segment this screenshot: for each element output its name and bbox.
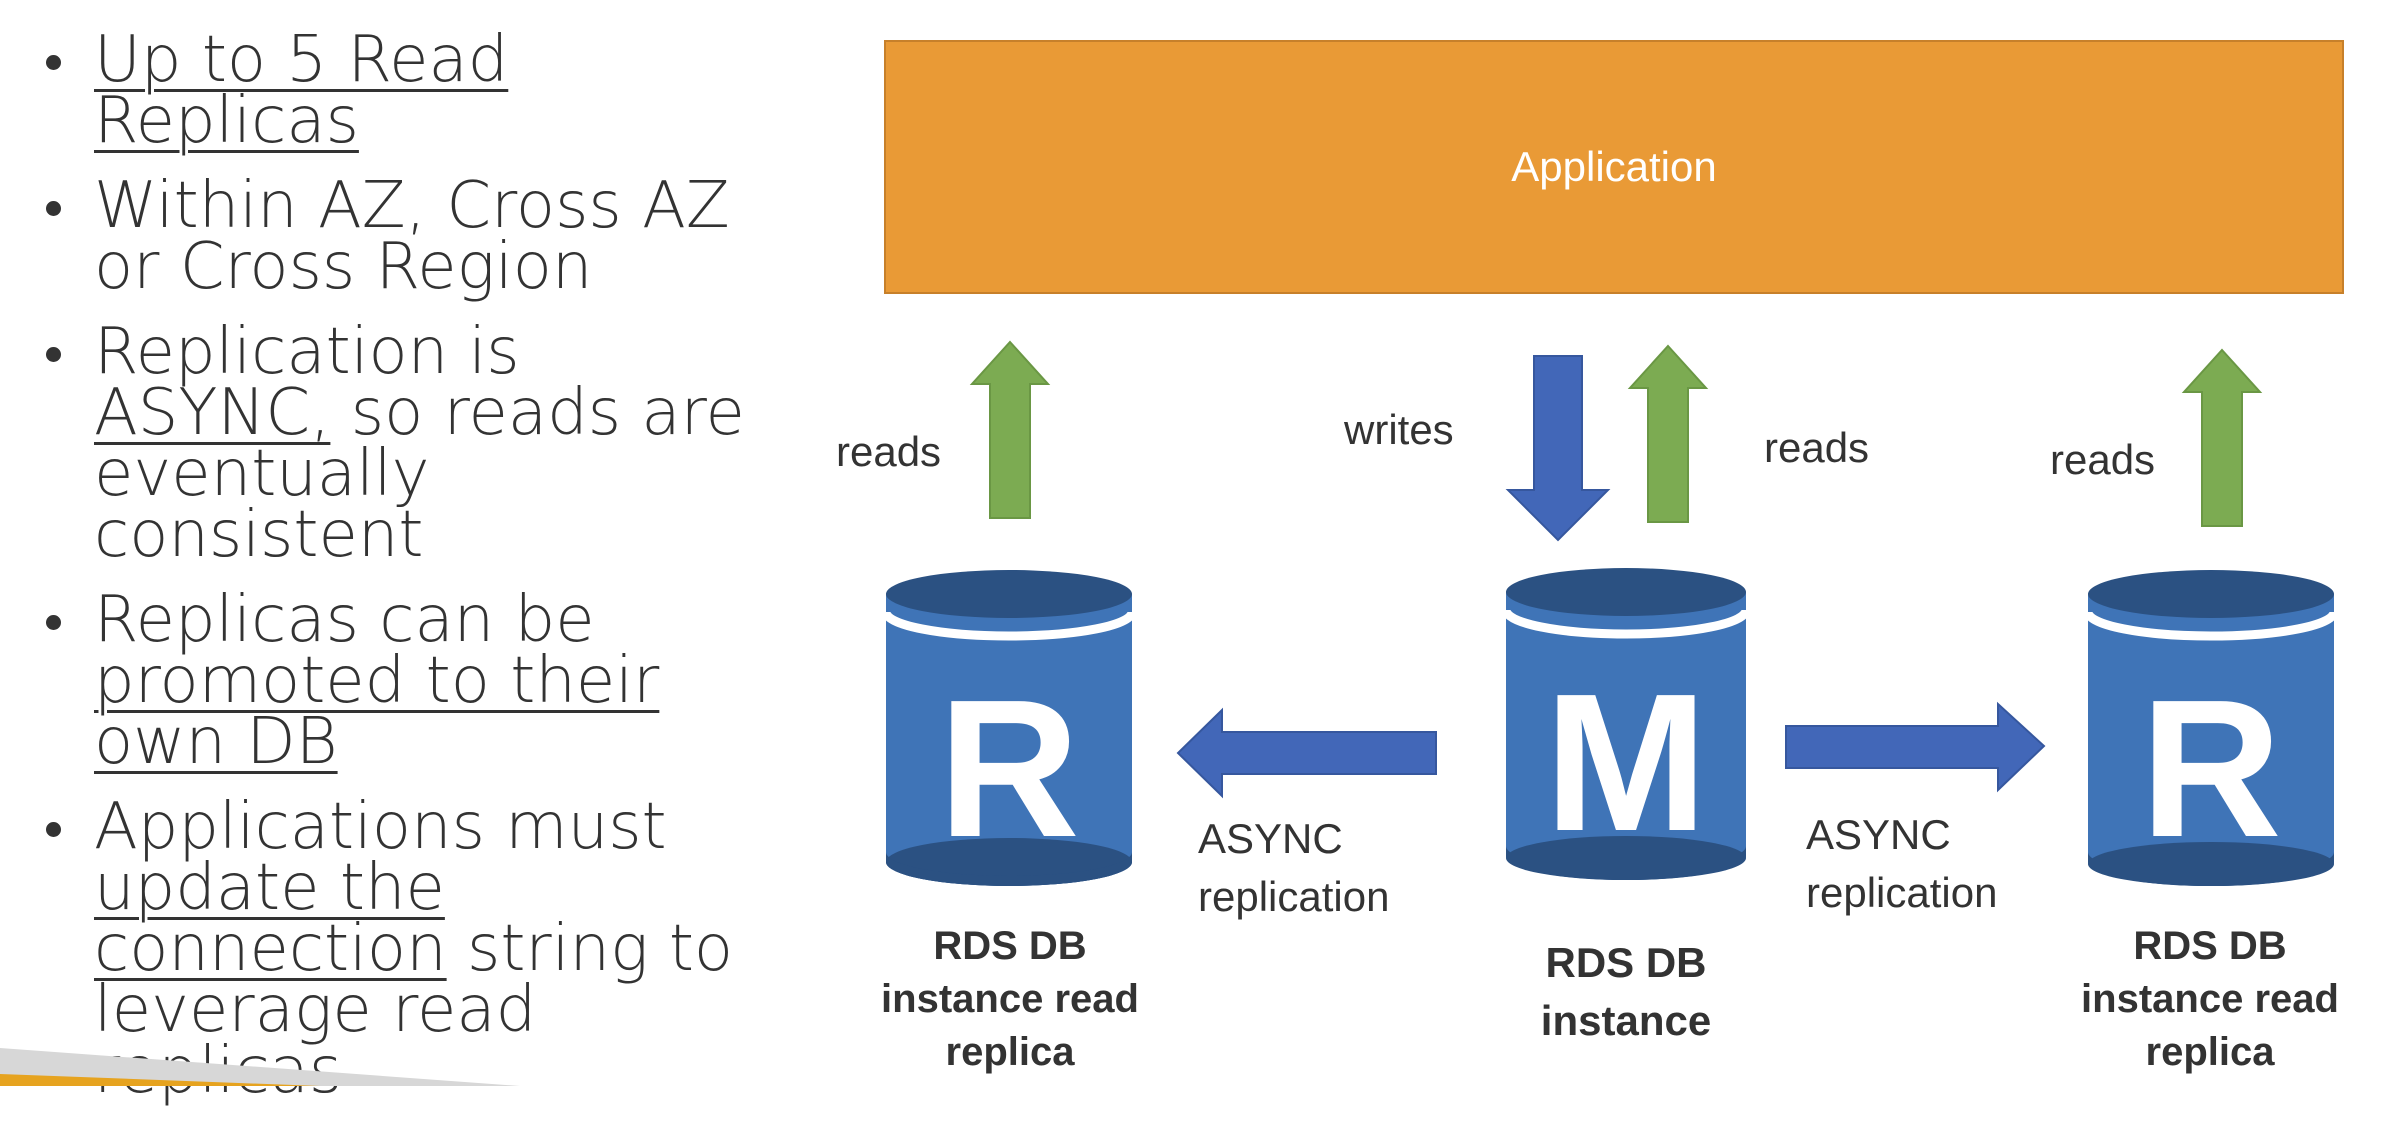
bullet-underlined-text: promoted to their own DB: [94, 644, 660, 779]
bullet-underlined-text: ASYNC,: [94, 376, 331, 450]
caption-line: RDS DB: [1545, 939, 1707, 986]
bullet-item: Replication is ASYNC, so reads are event…: [42, 320, 762, 567]
bullet-dot: [46, 615, 61, 630]
application-box: Application: [884, 40, 2344, 294]
bullet-dot: [46, 55, 61, 70]
bullet-dot: [46, 347, 61, 362]
master-reads-label: reads: [1764, 424, 1870, 471]
bullet-underlined-text: update the connection: [94, 851, 447, 986]
left-replica-caption: RDS DB instance read replica: [860, 920, 1160, 1079]
caption-line: replica: [2145, 1030, 2275, 1074]
replication-diagram: R M R: [0, 340, 2339, 1086]
application-label: Application: [1511, 143, 1717, 190]
bullet-text: so reads are eventually consistent: [94, 376, 745, 572]
right-replication-label: ASYNC replication: [1806, 806, 1997, 922]
right-replication-line1: ASYNC: [1806, 811, 1951, 858]
caption-line: RDS DB: [2133, 924, 2287, 968]
bullet-item: Within AZ, Cross AZ or Cross Region: [42, 174, 762, 299]
bullet-dot: [46, 201, 61, 216]
right-replica-database-icon: R: [2083, 570, 2339, 886]
writes-label: writes: [1344, 406, 1454, 453]
master-letter: M: [1544, 653, 1707, 872]
left-replica-letter: R: [938, 659, 1080, 878]
bullet-dot: [46, 822, 61, 837]
caption-line: instance read: [881, 977, 1139, 1021]
bullet-text: Replicas can be: [94, 583, 595, 657]
right-replica-caption: RDS DB instance read replica: [2060, 920, 2360, 1079]
bullet-item: Up to 5 Read Replicas: [42, 28, 762, 153]
replication-arrow-right: [1785, 701, 2046, 793]
bullet-item: Replicas can be promoted to their own DB: [42, 588, 762, 774]
left-reads-label: reads: [836, 428, 942, 475]
master-database-icon: M: [1501, 568, 1751, 880]
right-reads-label: reads: [2050, 436, 2156, 483]
bullet-text: Within AZ, Cross AZ or Cross Region: [94, 169, 730, 304]
right-replica-letter: R: [2140, 659, 2282, 878]
caption-line: replica: [945, 1030, 1075, 1074]
right-replication-line2: replication: [1806, 869, 1998, 916]
bullet-text: Replication is: [94, 315, 520, 389]
caption-line: instance read: [2081, 977, 2339, 1021]
caption-line: RDS DB: [933, 924, 1087, 968]
write-arrow: [1505, 355, 1611, 542]
left-replication-label: ASYNC replication: [1198, 810, 1389, 926]
bullet-text: Applications must: [94, 790, 667, 864]
left-replication-line2: replication: [1198, 873, 1390, 920]
master-caption: RDS DB instance: [1476, 934, 1776, 1050]
read-arrow-right: [2181, 348, 2263, 527]
read-arrow-master: [1627, 344, 1709, 523]
caption-line: instance: [1540, 997, 1712, 1044]
bullet-text: Up to 5 Read Replicas: [94, 23, 509, 158]
left-replica-database-icon: R: [881, 570, 1137, 886]
footer-band: [0, 1048, 520, 1086]
replication-arrow-left: [1176, 707, 1437, 799]
read-arrow-left: [969, 340, 1051, 519]
left-replication-line1: ASYNC: [1198, 815, 1343, 862]
